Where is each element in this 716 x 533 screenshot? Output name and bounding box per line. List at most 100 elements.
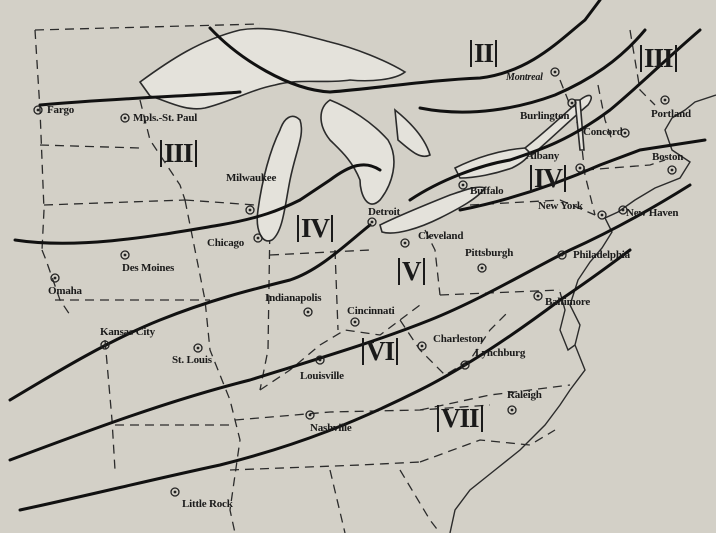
city-label-little-rock: Little Rock: [182, 498, 233, 510]
marker-buffalo: [458, 180, 468, 190]
lake-champlain: [574, 99, 585, 151]
city-label-baltimore: Baltimore: [545, 296, 591, 308]
zone-label-IV-central: IV: [297, 215, 334, 242]
city-label-pittsburgh: Pittsburgh: [465, 247, 514, 259]
chesapeake-bay: [559, 291, 576, 352]
zone-lines: [8, 0, 707, 512]
zone-label-V: V: [398, 258, 425, 285]
boundary-ohio-pennsylvania: [424, 229, 441, 296]
city-label-chicago: Chicago: [207, 237, 245, 249]
marker-kansas-city: [100, 340, 110, 350]
zone-label-II: II: [470, 40, 498, 67]
zone-label-III-west: III: [160, 140, 197, 167]
marker-portland: [660, 95, 670, 105]
city-label-boston: Boston: [652, 151, 684, 163]
city-label-fargo: Fargo: [47, 104, 75, 116]
zone-line-6: [18, 248, 632, 512]
marker-new-haven: [618, 205, 628, 215]
boundary-tennessee-south: [229, 461, 421, 471]
boundary-michigan-indiana: [269, 249, 371, 256]
marker-burlington: [567, 98, 577, 108]
marker-cleveland: [400, 238, 410, 248]
boundary-vermont-new-hampshire: [597, 84, 613, 141]
boundary-missouri-west: [104, 339, 116, 471]
marker-milwaukee: [245, 205, 255, 215]
boundary-minnesota-wisconsin: [139, 99, 186, 201]
boundary-mississippi-river: [184, 199, 241, 533]
marker-detroit: [367, 217, 377, 227]
zone-line-2: [38, 90, 242, 107]
marker-st-louis: [193, 343, 203, 353]
city-label-cincinnati: Cincinnati: [347, 305, 395, 317]
marker-pittsburgh: [477, 263, 487, 273]
marker-philadelphia: [557, 250, 567, 260]
boundary-new-york-pennsylvania: [469, 199, 596, 216]
boundary-new-york-east: [559, 79, 596, 216]
marker-mpls: [120, 113, 130, 123]
marker-albany: [575, 163, 585, 173]
city-label-new-york: New York: [538, 200, 583, 212]
marker-des-moines: [120, 250, 130, 260]
lake-superior: [138, 27, 407, 110]
zone-line-3: [13, 198, 302, 245]
boundary-alabama: [329, 469, 346, 533]
city-label-des-moines: Des Moines: [122, 262, 175, 274]
city-label-cleveland: Cleveland: [418, 230, 464, 242]
boundary-new-england: [584, 159, 666, 171]
city-label-nashville: Nashville: [310, 422, 352, 434]
lake-erie: [379, 186, 487, 234]
city-label-concord: Concord: [583, 126, 623, 138]
city-label-montreal: Montreal: [506, 72, 543, 83]
city-label-charleston: Charleston: [433, 333, 483, 345]
boundary-pennsylvania-south: [439, 289, 561, 296]
lake-huron: [320, 99, 395, 205]
marker-montreal: [550, 67, 560, 77]
marker-indianapolis: [303, 307, 313, 317]
city-label-indianapolis: Indianapolis: [265, 292, 322, 304]
zone-line-2b: [418, 28, 647, 114]
city-label-burlington: Burlington: [520, 110, 570, 122]
zone-line-3b: [298, 163, 382, 202]
city-label-mpls: Mpls.-St. Paul: [133, 112, 198, 124]
state-boundaries: [34, 23, 666, 533]
boundary-canada-line: [34, 23, 261, 31]
lake-michigan: [256, 115, 303, 242]
city-label-omaha: Omaha: [48, 285, 82, 297]
st-lawrence-river: [523, 94, 592, 157]
boundary-minnesota-iowa: [43, 199, 186, 206]
city-markers: [33, 67, 677, 497]
zone-line-3c: [408, 28, 702, 202]
boundary-illinois-indiana: [259, 219, 271, 391]
boundary-georgia: [399, 469, 441, 533]
marker-nashville: [305, 410, 315, 420]
marker-baltimore: [533, 291, 543, 301]
boundary-dakota-south: [39, 144, 141, 149]
boundary-west-virginia: [399, 309, 511, 376]
marker-raleigh: [507, 405, 517, 415]
zone-line-4b: [458, 138, 707, 212]
zone-line-4: [8, 223, 372, 402]
city-label-milwaukee: Milwaukee: [226, 172, 277, 184]
city-label-louisville: Louisville: [300, 370, 344, 382]
boundary-indiana-ohio: [334, 249, 339, 331]
marker-omaha: [50, 273, 60, 283]
marker-charleston: [417, 341, 427, 351]
city-label-kansas-city: Kansas City: [100, 326, 155, 338]
marker-concord: [620, 128, 630, 138]
zone-line-1: [208, 0, 602, 94]
marker-cincinnati: [350, 317, 360, 327]
city-label-buffalo: Buffalo: [470, 185, 504, 197]
marker-fargo: [33, 105, 43, 115]
great-lakes: [138, 27, 592, 242]
city-label-albany: Albany: [526, 150, 560, 162]
boundary-minnesota-west: [34, 29, 45, 251]
zone-label-VI: VI: [362, 338, 399, 365]
zone-label-III-east: III: [640, 45, 677, 72]
city-label-portland: Portland: [651, 108, 691, 120]
marker-boston: [667, 165, 677, 175]
boundary-wisconsin-illinois: [184, 199, 256, 206]
city-label-detroit: Detroit: [368, 206, 400, 218]
marker-little-rock: [170, 487, 180, 497]
